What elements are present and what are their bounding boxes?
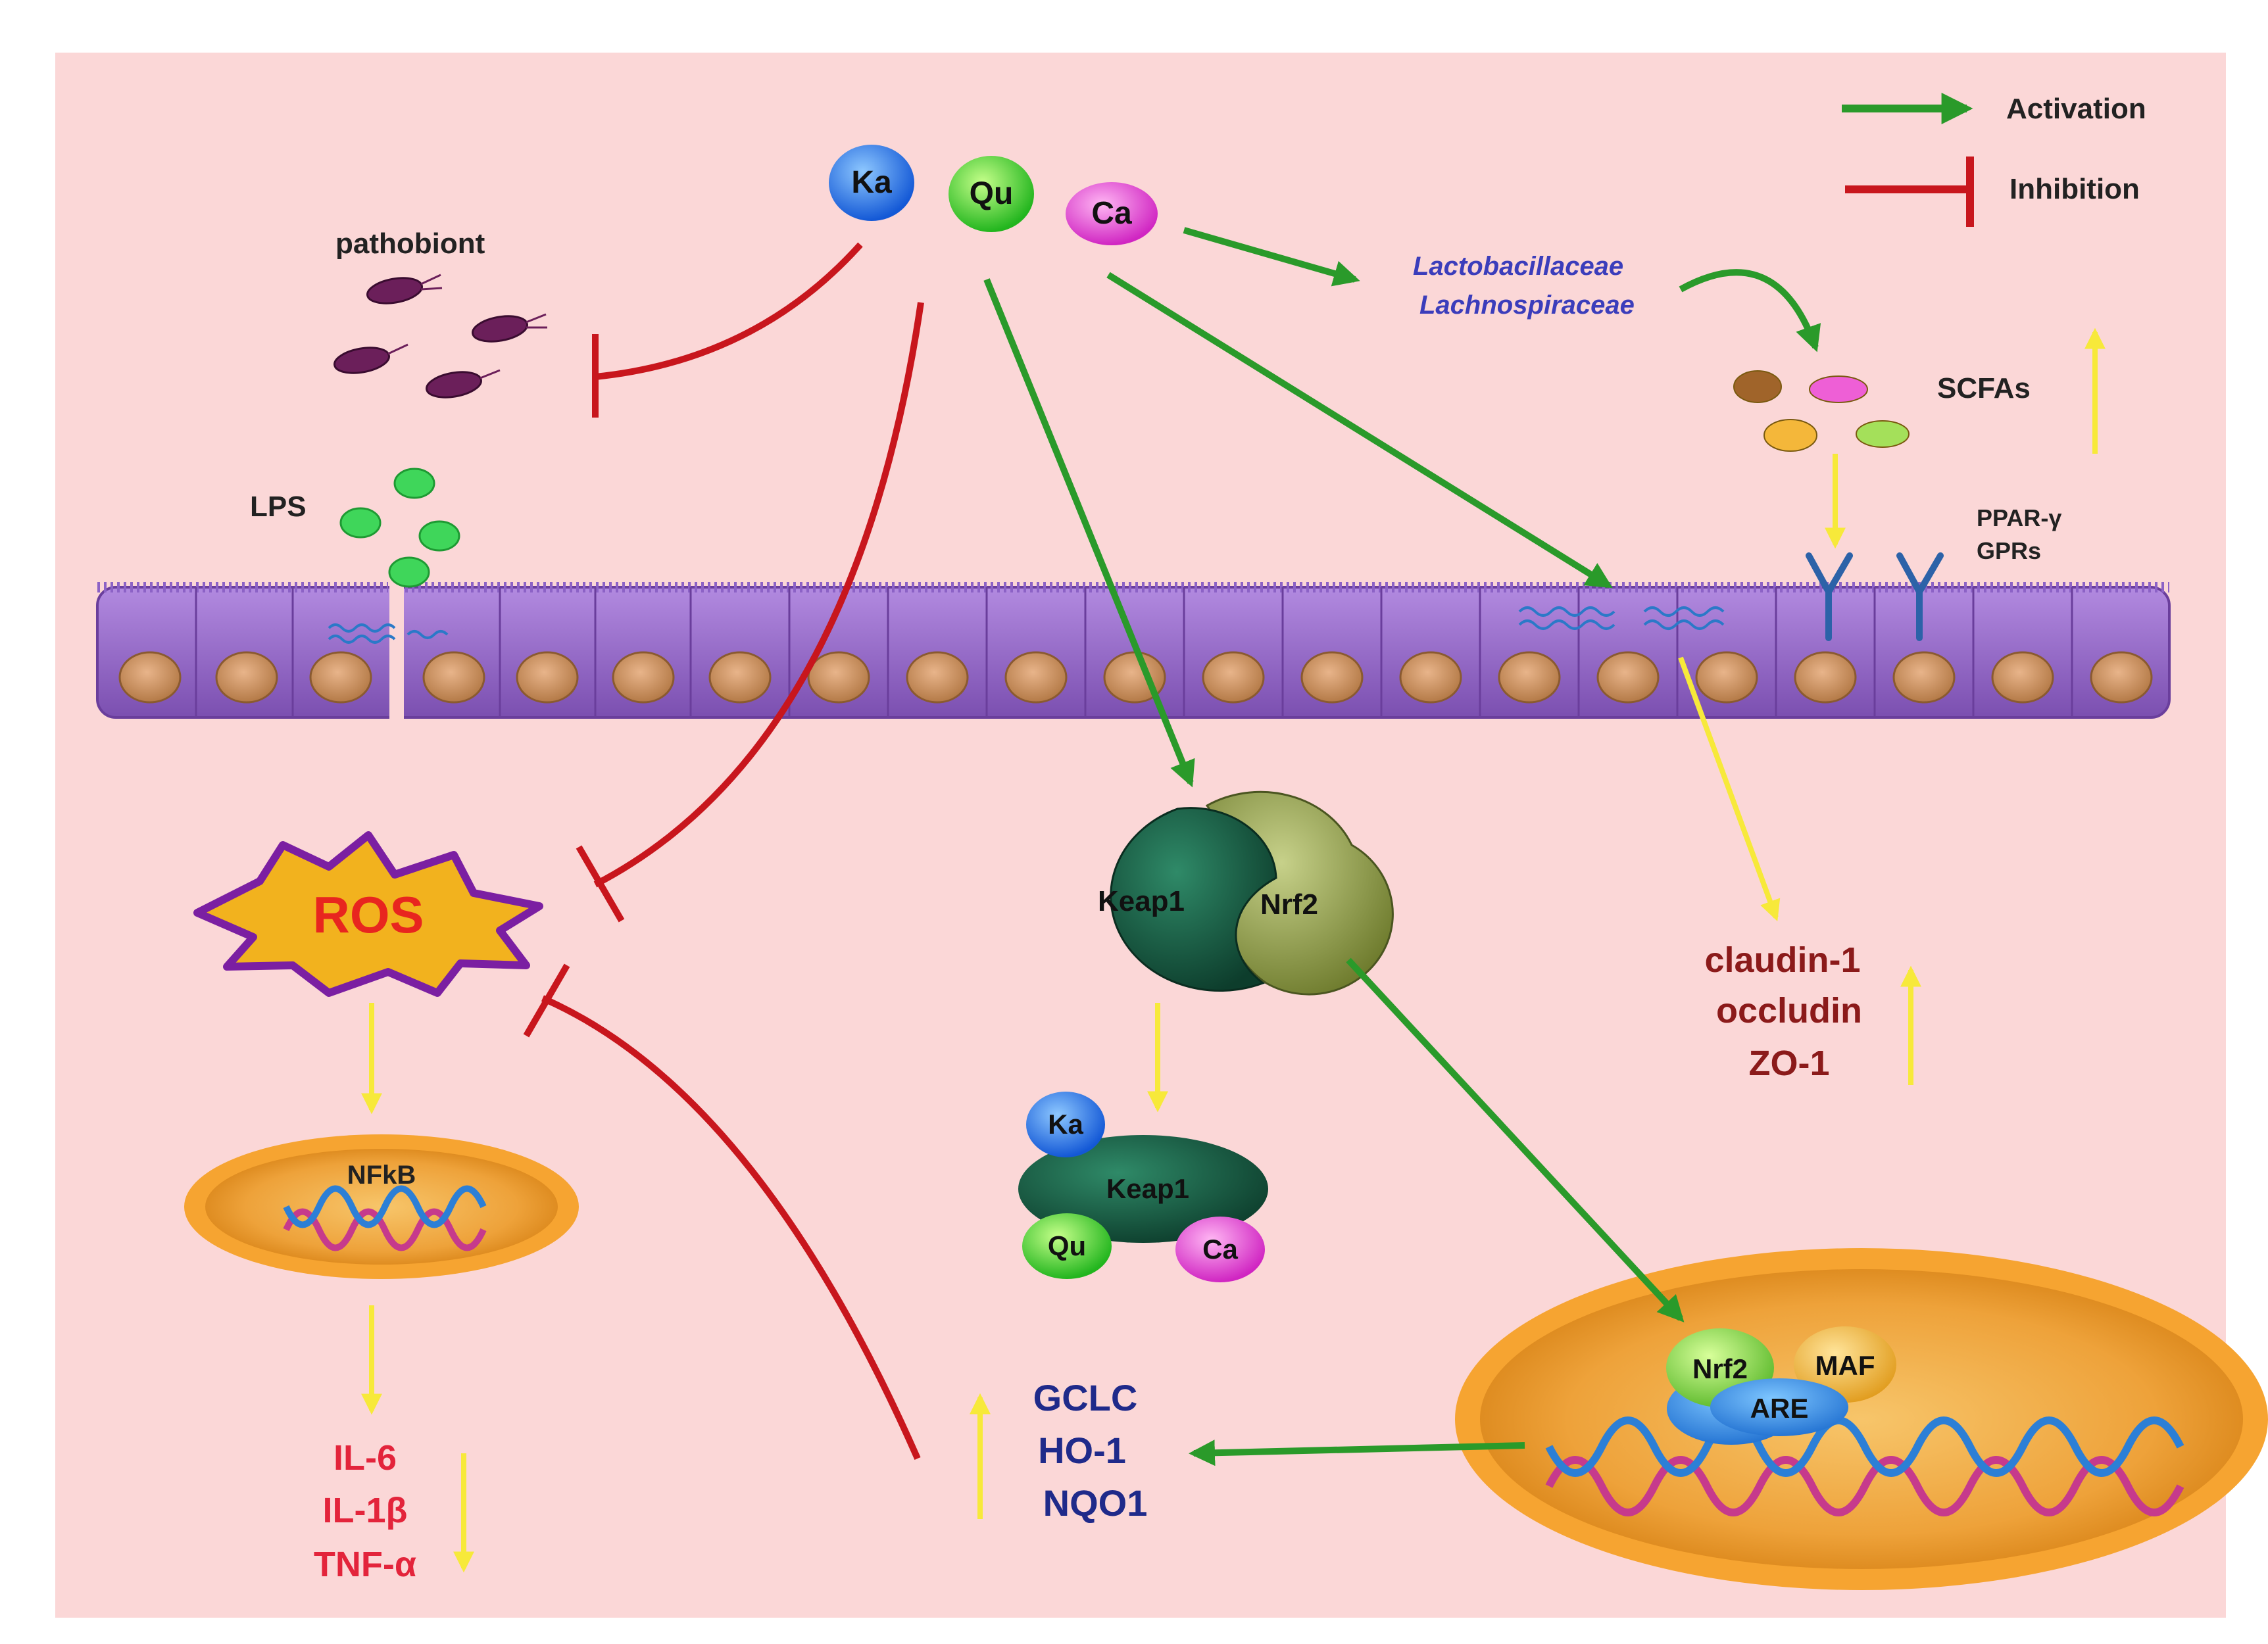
tight-junction-squiggles bbox=[328, 606, 1725, 644]
activation-arrows bbox=[983, 227, 1821, 1466]
lachnospiraceae-label: Lachnospiraceae bbox=[1419, 291, 1635, 320]
ros-label: ROS bbox=[312, 886, 424, 944]
gene-item: HO-1 bbox=[1038, 1430, 1126, 1471]
tj-protein-item: ZO-1 bbox=[1748, 1044, 1829, 1083]
inhibit-genes-to-ros bbox=[541, 995, 921, 1461]
maf-label: MAF bbox=[1815, 1350, 1875, 1381]
svg-text:ARE: ARE bbox=[1750, 1393, 1809, 1424]
flow-arrows bbox=[361, 454, 1846, 1415]
nfkb-nucleus: NFkB bbox=[184, 1134, 579, 1279]
cytokine-item: IL-1β bbox=[323, 1491, 408, 1530]
svg-text:Ka: Ka bbox=[1048, 1109, 1083, 1140]
svg-text:Ka: Ka bbox=[851, 165, 892, 200]
cell-nuclei bbox=[118, 651, 2153, 704]
keap1-bound-label: Keap1 bbox=[1106, 1173, 1189, 1204]
intestinal-epithelium bbox=[96, 552, 2171, 727]
svg-text:Ca: Ca bbox=[1202, 1234, 1238, 1265]
compound-qu: Qu bbox=[949, 156, 1034, 232]
nfkb-label: NFkB bbox=[347, 1161, 416, 1190]
svg-text:Qu: Qu bbox=[970, 176, 1014, 211]
gene-item: NQO1 bbox=[1043, 1482, 1148, 1524]
gprs-label: GPRs bbox=[1977, 537, 2041, 564]
legend: Activation Inhibition bbox=[1842, 93, 2146, 227]
arrow-bacteria-to-scfas bbox=[1679, 269, 1821, 352]
scfa-particles bbox=[1733, 370, 1910, 452]
inhibition-legend-label: Inhibition bbox=[2009, 173, 2140, 205]
ros-burst: ROS bbox=[193, 831, 543, 997]
receptor-icon bbox=[1806, 552, 1944, 641]
arrow-ca-to-bacteria bbox=[1183, 227, 1360, 287]
arrow-nucleus-to-genes bbox=[1189, 1439, 1525, 1466]
cytokine-item: IL-6 bbox=[333, 1438, 397, 1478]
scfas-label: SCFAs bbox=[1937, 372, 2031, 404]
nrf2-nucleus: ARE Nrf2 MAF ARE bbox=[1455, 1248, 2268, 1590]
svg-text:Ca: Ca bbox=[1091, 196, 1132, 231]
pathobiont-label: pathobiont bbox=[335, 228, 485, 260]
compound-ca: Ca bbox=[1066, 182, 1158, 245]
nrf2-nucleus-label: Nrf2 bbox=[1692, 1353, 1748, 1384]
arrow-qu-to-keap1 bbox=[983, 278, 1195, 788]
gene-item: GCLC bbox=[1033, 1377, 1138, 1418]
activation-legend-label: Activation bbox=[2006, 93, 2146, 125]
cytokine-item: TNF-α bbox=[314, 1545, 416, 1584]
ppar-label: PPAR-γ bbox=[1977, 504, 2061, 531]
dna-icon bbox=[283, 1208, 487, 1251]
inhibition-legend-arrow bbox=[1845, 157, 1974, 227]
arrow-ca-to-tj bbox=[1106, 272, 1613, 589]
svg-text:Qu: Qu bbox=[1048, 1230, 1086, 1261]
inhibit-ka-to-ros bbox=[593, 302, 924, 888]
arrow-nrf2-to-nucleus bbox=[1346, 957, 1685, 1322]
bacteria-icon bbox=[333, 274, 547, 399]
tj-protein-item: occludin bbox=[1716, 991, 1862, 1030]
compound-ka: Ka bbox=[829, 145, 914, 221]
keap1-bound-complex: Keap1 Ka Qu Ca bbox=[1018, 1092, 1268, 1282]
inhibit-ka-to-pathobiont bbox=[595, 242, 863, 380]
inhibition-arrows bbox=[523, 242, 924, 1461]
lps-label: LPS bbox=[250, 491, 307, 523]
keap1-label: Keap1 bbox=[1098, 885, 1185, 917]
lactobacillaceae-label: Lactobacillaceae bbox=[1413, 252, 1623, 281]
nrf2-label: Nrf2 bbox=[1260, 888, 1318, 921]
dna-icon bbox=[1545, 1456, 2184, 1516]
keap1-nrf2-complex: Keap1 Nrf2 bbox=[1098, 790, 1394, 996]
lps-particles bbox=[339, 468, 460, 588]
tj-protein-item: claudin-1 bbox=[1704, 940, 1860, 980]
